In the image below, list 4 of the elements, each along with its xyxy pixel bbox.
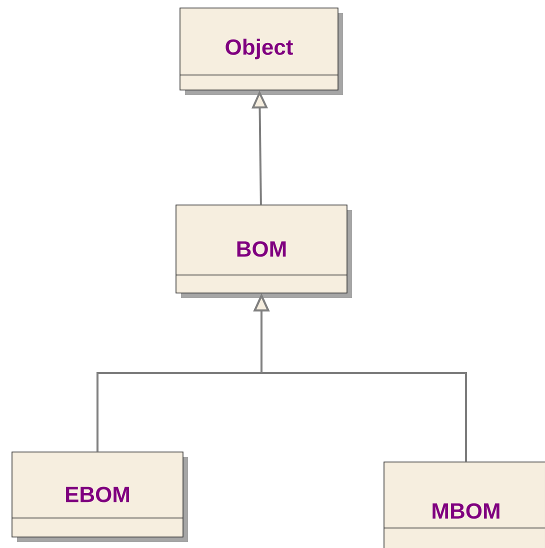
class-box: BOM: [176, 204, 352, 298]
class-box: Object: [180, 8, 343, 95]
class-box: MBOM: [384, 462, 545, 548]
class-box: EBOM: [12, 452, 188, 542]
